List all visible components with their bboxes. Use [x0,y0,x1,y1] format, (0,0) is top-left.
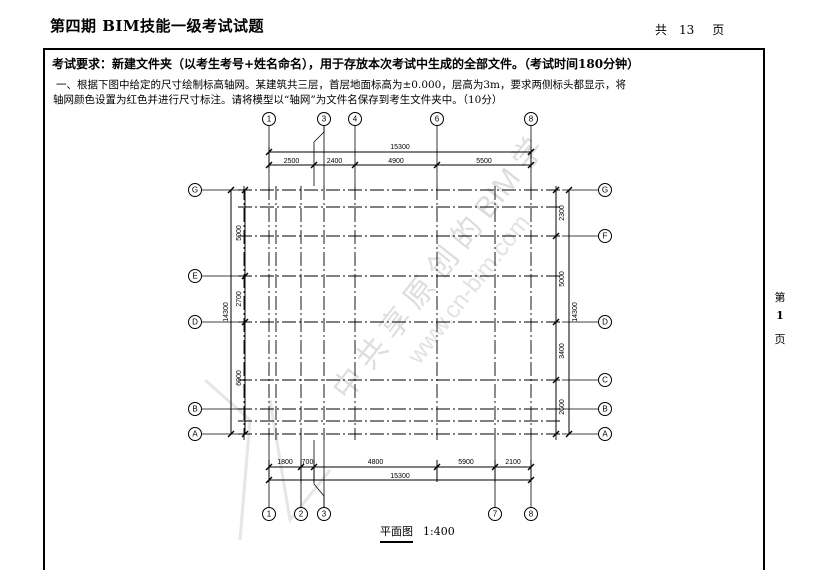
axis-bubble-left-circle [188,402,202,416]
axis-bubble-left-circle [188,315,202,329]
axis-bubble-top-circle [430,112,444,126]
axis-bubble-left-label: B [192,405,197,414]
dim-text-right-chain: 5000 [559,271,566,287]
drawing-caption-title: 平面图 [380,523,413,543]
dim-text-right-chain: 2300 [559,205,566,221]
dim-text-bottom-total: 15300 [390,473,410,480]
dim-tick-left-chain [241,272,249,280]
axis-bubble-top-label: 3 [322,115,327,124]
dim-text-left-total: 14300 [223,302,230,322]
axis-bubble-right-circle [598,427,612,441]
axis-bubble-right-circle [598,229,612,243]
dim-text-left-chain: 2700 [236,291,243,307]
axis-bubble-right-label: C [602,376,608,385]
side-page-number: 1 [776,309,784,322]
watermark-text: 中 共 享 原 创 的 BIM 学 [327,132,551,406]
side-page-prefix: 第 [774,291,786,304]
dim-text-bottom-chain: 4800 [368,459,384,466]
dim-tick-top-chain [351,161,359,169]
axis-bubble-bottom-circle [488,507,502,521]
side-page-suffix: 页 [774,333,786,346]
axis-bubble-bottom-label: 3 [322,510,327,519]
axis-bubble-right-label: B [602,405,607,414]
axis-bubble-bottom-label: 8 [529,510,534,519]
total-pages-number: 13 [679,23,695,37]
dim-text-top-chain: 5500 [476,158,492,165]
dim-tick-top-chain [527,161,535,169]
dim-text-top-chain: 2500 [284,158,300,165]
dim-text-top-chain: 2400 [327,158,343,165]
axis-bubble-right-circle [598,373,612,387]
dim-text-right-total: 14300 [572,302,579,322]
exam-requirement: 考试要求：新建文件夹（以考生考号+姓名命名），用于存放本次考试中生成的全部文件。… [52,57,640,71]
dim-text-bottom-chain: 1800 [277,459,293,466]
axis-bubble-bottom-label: 2 [299,510,304,519]
axis-bubble-top-circle [262,112,276,126]
dim-text-left-chain: 5000 [236,225,243,241]
total-pages-suffix: 页 [712,23,725,37]
question-line-2: 轴网颜色设置为红色并进行尺寸标注。请将模型以“轴网”为文件名保存到考生文件夹中。… [53,94,503,106]
axis-bubble-left-label: A [192,430,198,439]
axis-bubble-bottom-label: 7 [493,510,498,519]
axis-bubble-top-circle [524,112,538,126]
axis-bubble-right-circle [598,183,612,197]
dim-tick-right-chain [552,376,560,384]
dim-tick-top-chain [310,161,318,169]
axis-bubble-top-label: 6 [435,115,440,124]
dim-tick-right-chain [552,186,560,194]
dim-tick-right-chain [552,232,560,240]
dim-text-bottom-chain: 700 [302,459,314,466]
dim-tick-bottom-total [265,476,273,484]
total-pages: 共 13 页 [655,21,724,38]
dim-tick-right-total [565,186,573,194]
dim-tick-bottom-total [527,476,535,484]
axis-bubble-right-label: G [602,186,608,195]
axis-bubble-left-circle [188,269,202,283]
axis-kink-top [313,125,325,186]
dim-tick-left-chain [241,430,249,438]
dim-text-bottom-chain: 2100 [505,459,521,466]
axis-bubble-top-label: 4 [353,115,358,124]
dim-text-bottom-chain: 5900 [458,459,474,466]
axis-bubble-bottom-circle [294,507,308,521]
page-title: 第四期 BIM技能一级考试试题 [50,17,265,35]
dim-text-top-total: 15300 [390,144,410,151]
axis-kink-bottom [313,440,325,508]
axis-bubble-bottom-circle [524,507,538,521]
drawing-caption: 平面图 1:400 [380,523,455,543]
dim-text-left-chain: 6000 [236,370,243,386]
axis-bubble-top-label: 1 [267,115,272,124]
axis-bubble-top-label: 8 [529,115,534,124]
axis-bubble-right-circle [598,315,612,329]
axis-bubble-left-label: G [192,186,198,195]
dim-text-top-chain: 4900 [388,158,404,165]
dim-tick-top-chain [433,161,441,169]
exam-frame [43,48,765,570]
dim-tick-left-total [227,186,235,194]
dim-text-right-chain: 3400 [559,343,566,359]
axis-bubble-left-label: E [192,272,197,281]
dim-tick-left-chain [241,186,249,194]
question-line-1: 一、根据下图中给定的尺寸绘制标高轴网。某建筑共三层，首层地面标高为±0.000，… [56,79,626,91]
axis-bubble-bottom-label: 1 [267,510,272,519]
axis-bubble-right-label: F [603,232,608,241]
dim-tick-right-chain [552,318,560,326]
dim-tick-top-chain [265,161,273,169]
axis-bubble-left-circle [188,427,202,441]
axis-bubble-right-label: A [602,430,608,439]
axis-bubble-bottom-circle [262,507,276,521]
axis-bubble-left-label: D [192,318,198,327]
dim-tick-left-chain [241,318,249,326]
drawing-caption-scale: 1:400 [423,525,455,538]
dim-tick-left-total [227,430,235,438]
dim-tick-right-total [565,430,573,438]
dim-tick-right-chain [552,430,560,438]
total-pages-prefix: 共 [655,23,668,37]
axis-bubble-right-circle [598,402,612,416]
axis-bubble-top-circle [348,112,362,126]
axis-bubble-left-circle [188,183,202,197]
axis-bubble-right-label: D [602,318,608,327]
dim-text-right-chain: 2600 [559,399,566,415]
